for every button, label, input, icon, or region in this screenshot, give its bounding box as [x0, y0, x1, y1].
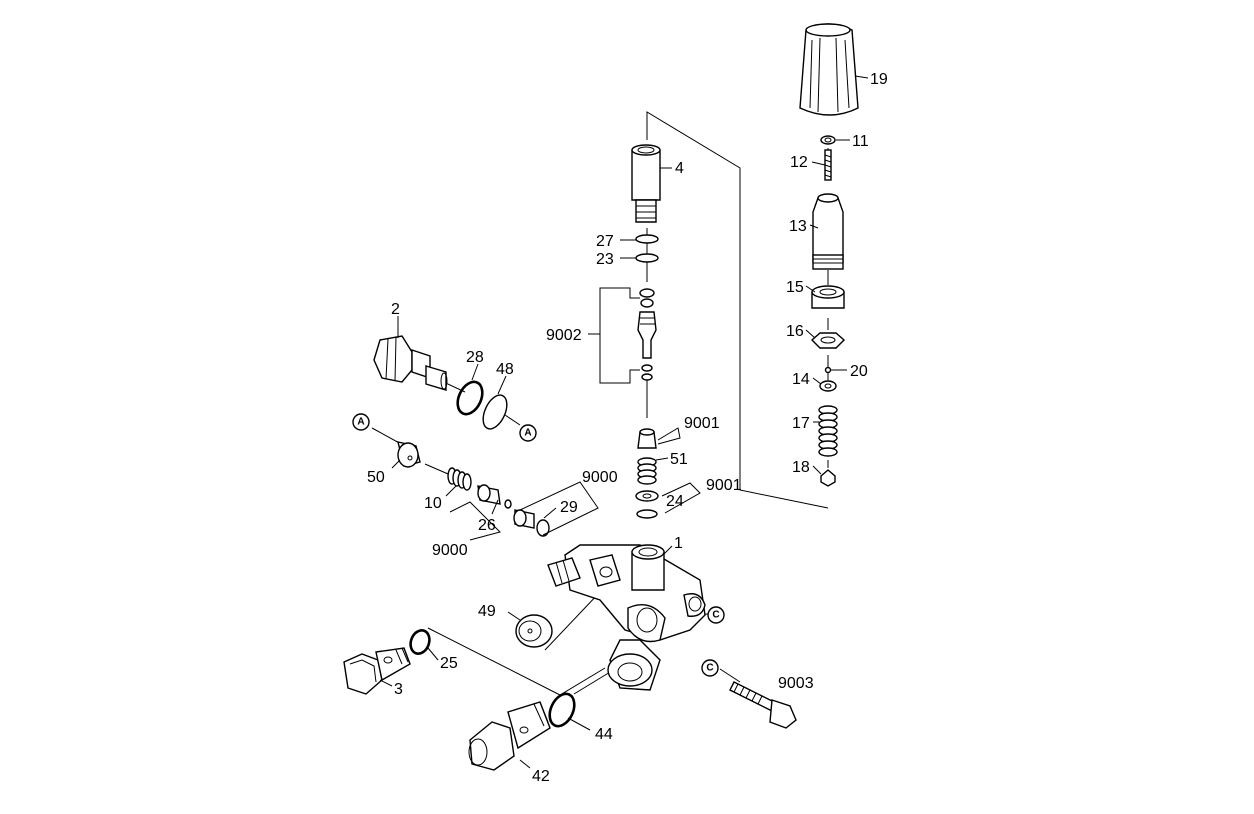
label-13: 13 — [789, 218, 807, 235]
label-20: 20 — [850, 363, 868, 380]
assembly-guide-lines — [371, 111, 829, 696]
part-44-o-ring — [548, 692, 576, 728]
label-3: 3 — [394, 681, 403, 698]
label-11: 11 — [852, 133, 869, 150]
part-11-washer — [820, 135, 836, 145]
bracket-9000-left — [449, 501, 501, 541]
label-10: 10 — [424, 495, 442, 512]
part-24-washer — [635, 490, 659, 502]
label-15: 15 — [786, 279, 804, 296]
bracket-9002 — [599, 287, 612, 384]
label-19: 19 — [870, 71, 888, 88]
label-25: 25 — [440, 655, 458, 672]
label-48: 48 — [496, 361, 514, 378]
part-14-washer — [819, 380, 837, 392]
part-42-banjo-bolt — [468, 701, 551, 771]
part-1-valve-body — [547, 544, 706, 691]
label-14: 14 — [792, 371, 810, 388]
part-labels: 19 11 12 13 15 16 20 14 17 18 4 27 23 90… — [367, 71, 888, 785]
label-50: 50 — [367, 469, 385, 486]
svg-text:C: C — [712, 610, 719, 621]
marker-c-body: C — [707, 606, 725, 624]
part-28-o-ring — [456, 380, 484, 416]
part-9001-valve-seat — [637, 428, 657, 449]
label-leaders — [379, 75, 869, 769]
part-2-fitting — [373, 335, 448, 391]
svg-text:A: A — [357, 417, 364, 428]
part-23-o-ring — [635, 253, 659, 263]
part-51-spring — [637, 457, 657, 485]
label-24: 24 — [666, 493, 684, 510]
part-27-o-ring — [635, 234, 659, 244]
label-1: 1 — [674, 535, 683, 552]
part-50-cap — [397, 441, 421, 468]
label-44: 44 — [595, 726, 613, 743]
label-9000-right: 9000 — [582, 469, 618, 486]
label-27: 27 — [596, 233, 614, 250]
label-16: 16 — [786, 323, 804, 340]
label-42: 42 — [532, 768, 550, 785]
label-9000-left: 9000 — [432, 542, 468, 559]
marker-c-screw: C — [701, 659, 719, 677]
label-12: 12 — [790, 154, 808, 171]
part-25-o-ring — [409, 629, 431, 655]
part-26-piston — [477, 484, 512, 509]
part-12-pin — [824, 149, 832, 181]
label-28: 28 — [466, 349, 484, 366]
label-26: 26 — [478, 517, 496, 534]
label-49: 49 — [478, 603, 496, 620]
part-48-o-ring — [482, 394, 508, 430]
svg-text:A: A — [524, 428, 531, 439]
label-9002: 9002 — [546, 327, 582, 344]
part-10-spring — [447, 467, 472, 491]
part-15-fitting — [811, 285, 845, 309]
marker-a-right: A — [519, 424, 537, 442]
bracket-9000-right — [519, 481, 599, 536]
part-18-nut — [820, 469, 836, 487]
marker-a-left: A — [352, 413, 370, 431]
part-4-plug — [631, 144, 661, 223]
label-9001-top: 9001 — [684, 415, 720, 432]
label-9001-bottom: 9001 — [706, 477, 742, 494]
label-18: 18 — [792, 459, 810, 476]
label-23: 23 — [596, 251, 614, 268]
label-51: 51 — [670, 451, 688, 468]
part-20-ball — [824, 366, 832, 374]
label-9003: 9003 — [778, 675, 814, 692]
part-9002-valve-kit — [637, 288, 657, 381]
part-29-valve — [513, 509, 550, 537]
label-29: 29 — [560, 499, 578, 516]
part-3-banjo-bolt — [343, 647, 411, 695]
label-17: 17 — [792, 415, 810, 432]
part-9003-screw — [729, 681, 797, 729]
part-49-sight-cap — [515, 614, 553, 648]
label-2: 2 — [391, 301, 400, 318]
svg-text:C: C — [706, 663, 713, 674]
part-16-hex-nut — [810, 332, 846, 349]
label-4: 4 — [675, 160, 684, 177]
part-17-spring — [818, 405, 838, 457]
part-13-sleeve — [812, 193, 844, 270]
part-24-o-ring — [636, 509, 658, 519]
part-19-cap — [799, 23, 859, 116]
